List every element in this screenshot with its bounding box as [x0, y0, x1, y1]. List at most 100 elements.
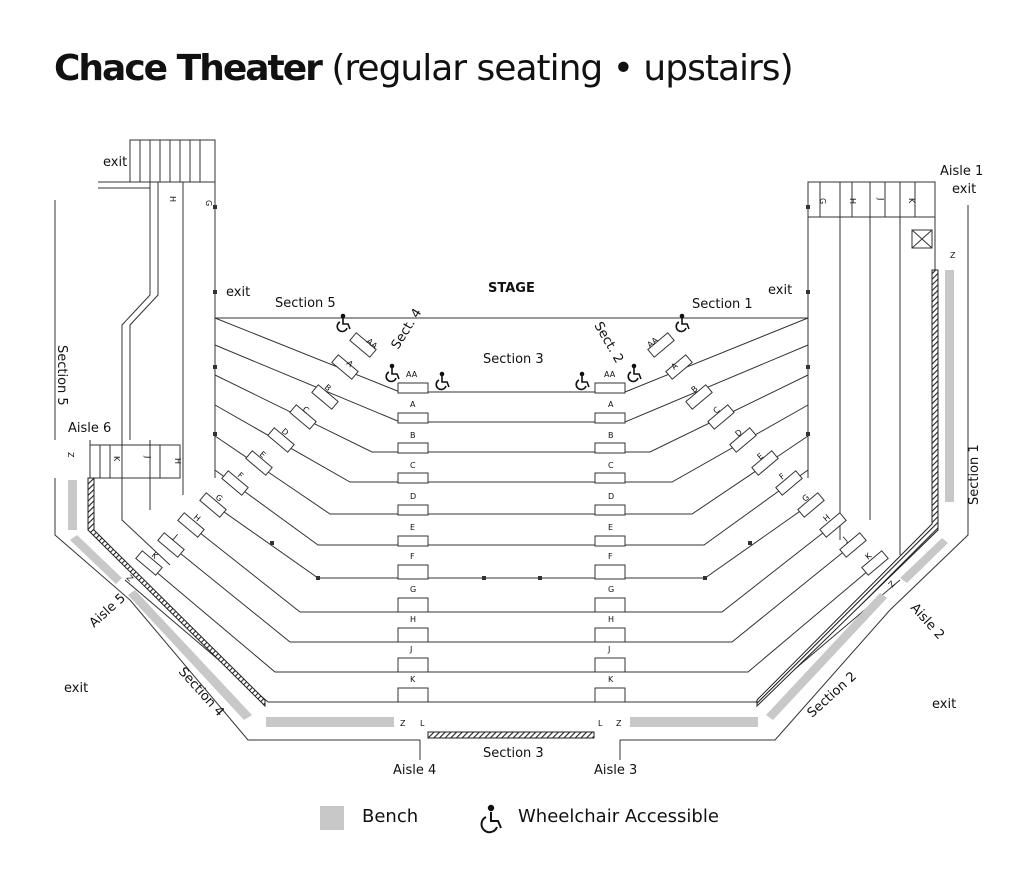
row-label: G — [608, 585, 614, 594]
page-title: Chace Theater (regular seating • upstair… — [54, 48, 794, 89]
bench-row-labels: Z L L Z — [400, 719, 622, 728]
row-label: G — [801, 493, 812, 504]
row-label: E — [410, 523, 415, 532]
row-label: G — [818, 198, 827, 204]
row-label: E — [258, 450, 268, 460]
title-sub: (regular seating • upstairs) — [331, 48, 793, 89]
row-label: Z — [887, 579, 898, 589]
row-label: K — [907, 198, 916, 204]
row-label: E — [756, 451, 766, 461]
wheelchair-icon — [480, 804, 502, 834]
row-label: F — [410, 552, 415, 561]
outer-row-labels: G H H J K Z G H J K Z Z Z — [66, 196, 956, 589]
section-1-label: Section 1 — [692, 297, 753, 312]
stage-label: STAGE — [488, 281, 535, 296]
row-label: D — [280, 427, 291, 438]
row-label: C — [608, 461, 614, 470]
row-label: K — [410, 675, 416, 684]
row-label: E — [608, 523, 613, 532]
title-main: Chace Theater — [54, 48, 323, 89]
exit-label: exit — [103, 155, 127, 170]
row-label: G — [214, 493, 225, 504]
row-label: A — [670, 361, 680, 372]
aisle-2-label: Aisle 2 — [907, 601, 947, 643]
row-label: J — [876, 197, 885, 200]
exit-label: exit — [226, 285, 250, 300]
row-label: H — [822, 513, 832, 524]
row-label: A — [608, 400, 614, 409]
row-label: Z — [950, 251, 956, 260]
wheelchair-icon — [336, 313, 351, 333]
sect-2-label: Sect. 2 — [591, 320, 627, 366]
exit-label: exit — [768, 283, 792, 298]
row-label: F — [608, 552, 613, 561]
row-label: F — [778, 471, 788, 481]
row-label: H — [192, 513, 202, 524]
row-label: H — [410, 615, 416, 624]
row-label: J — [143, 455, 152, 458]
row-label: G — [410, 585, 416, 594]
row-label: J — [841, 535, 849, 544]
row-label: J — [409, 645, 412, 654]
row-label: D — [734, 428, 745, 439]
exit-label: exit — [64, 681, 88, 696]
row-label: C — [712, 405, 722, 416]
wheelchair-icon — [385, 363, 400, 383]
wheelchair-icons — [336, 313, 690, 391]
row-label: K — [864, 551, 874, 562]
row-label: L — [420, 719, 425, 728]
bench-swatch — [320, 806, 344, 830]
row-label: Z — [616, 719, 622, 728]
wheelchair-icon — [435, 371, 450, 391]
row-label: H — [848, 198, 857, 204]
row-label: AA — [604, 370, 616, 379]
wheelchair-icon — [675, 313, 690, 333]
row-label: L — [598, 719, 603, 728]
row-label: G — [204, 200, 213, 206]
row-label: Z — [66, 452, 75, 458]
hatched-rails — [87, 269, 939, 739]
row-label: B — [410, 431, 416, 440]
section-3-label: Section 3 — [483, 352, 544, 367]
row-label: F — [236, 471, 246, 481]
aisle-5-label: Aisle 5 — [87, 591, 129, 631]
right-seat-boxes — [647, 332, 889, 576]
row-label: H — [168, 196, 177, 202]
row-label: A — [345, 359, 355, 370]
row-label: J — [171, 532, 179, 541]
markers — [213, 205, 810, 580]
aisle-4-label: Aisle 4 — [393, 763, 436, 778]
legend-wheelchair: Wheelchair Accessible — [518, 806, 719, 827]
section-1-side-label: Section 1 — [967, 444, 982, 505]
row-label: A — [410, 400, 416, 409]
row-label: B — [608, 431, 614, 440]
center-row-labels: AA AA A A B B C C D D E E F F G G H H J … — [406, 370, 616, 684]
row-label: J — [607, 645, 610, 654]
benches — [68, 270, 954, 727]
row-label: K — [608, 675, 614, 684]
row-label: C — [301, 405, 311, 416]
center-seat-boxes — [397, 382, 626, 703]
row-label: AA — [406, 370, 418, 379]
row-label: B — [323, 383, 333, 393]
left-seat-boxes — [135, 332, 377, 576]
row-label: B — [690, 384, 700, 394]
row-label: H — [173, 458, 182, 464]
row-label: C — [410, 461, 416, 470]
row-label: K — [112, 456, 121, 462]
aisle-3-label: Aisle 3 — [594, 763, 637, 778]
sect-4-label: Sect. 4 — [389, 306, 426, 352]
exit-label: exit — [932, 697, 956, 712]
row-label: D — [410, 492, 416, 501]
wheelchair-icon — [627, 363, 642, 383]
wheelchair-icon — [575, 371, 590, 391]
row-label: D — [608, 492, 614, 501]
exit-label: exit — [952, 182, 976, 197]
aisle-6-label: Aisle 6 — [68, 421, 111, 436]
section-5-side-label: Section 5 — [54, 345, 69, 406]
aisle-1-label: Aisle 1 — [940, 164, 983, 179]
section-3-bottom-label: Section 3 — [483, 746, 544, 761]
row-label: Z — [125, 573, 136, 583]
row-label: H — [608, 615, 614, 624]
